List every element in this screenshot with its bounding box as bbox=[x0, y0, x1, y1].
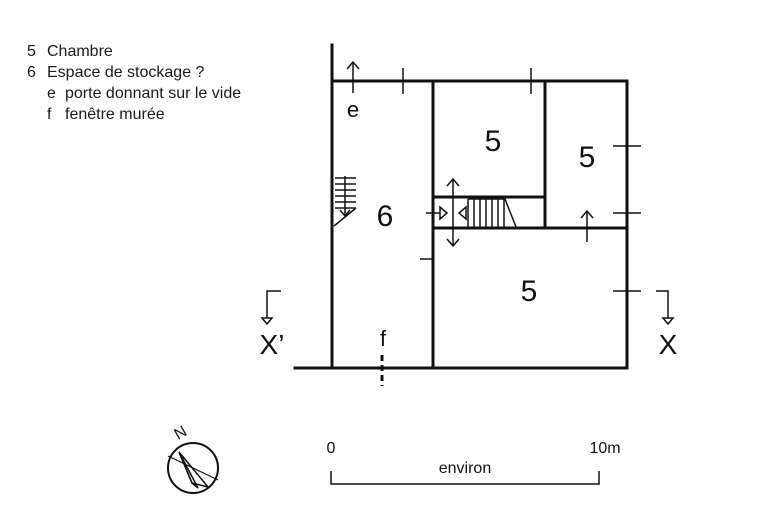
marker-walled-window: f bbox=[380, 326, 387, 351]
scale-bar: 0 10m environ bbox=[327, 440, 621, 485]
room-label-top-middle: 5 bbox=[485, 125, 502, 158]
legend-label: fenêtre murée bbox=[65, 106, 165, 123]
legend-label: porte donnant sur le vide bbox=[65, 85, 242, 102]
legend-label: Espace de stockage ? bbox=[47, 64, 205, 81]
marker-door-void: e bbox=[347, 97, 359, 122]
scale-start-label: 0 bbox=[327, 440, 336, 457]
stair-right bbox=[467, 198, 517, 228]
legend-label: Chambre bbox=[47, 43, 113, 60]
room-label-left: 6 bbox=[377, 200, 394, 233]
legend-key: 6 bbox=[27, 64, 36, 81]
scale-caption: environ bbox=[439, 460, 491, 477]
legend-key: f bbox=[47, 106, 52, 123]
legend-item-fenetre: f fenêtre murée bbox=[27, 104, 241, 125]
legend-key: 5 bbox=[27, 43, 36, 60]
legend-item-porte: e porte donnant sur le vide bbox=[27, 83, 241, 104]
north-label: N bbox=[171, 423, 190, 444]
section-markers bbox=[260, 290, 675, 326]
section-label-left: X’ bbox=[260, 329, 285, 360]
room-label-top-right: 5 bbox=[579, 141, 596, 174]
room-label-bottom-right: 5 bbox=[521, 275, 538, 308]
legend: 5 Chambre 6 Espace de stockage ? e porte do… bbox=[27, 41, 241, 125]
door-arrows bbox=[346, 60, 594, 248]
legend-key: e bbox=[47, 85, 56, 102]
legend-item-chambre: 5 Chambre bbox=[27, 41, 241, 62]
legend-item-stockage: 6 Espace de stockage ? bbox=[27, 62, 241, 83]
section-label-right: X bbox=[659, 329, 678, 360]
arrowheads-open bbox=[439, 205, 467, 221]
stair-left bbox=[333, 176, 357, 227]
wall-ticks bbox=[402, 68, 641, 292]
north-arrow: N bbox=[167, 423, 219, 494]
scale-end-label: 10m bbox=[589, 440, 620, 457]
